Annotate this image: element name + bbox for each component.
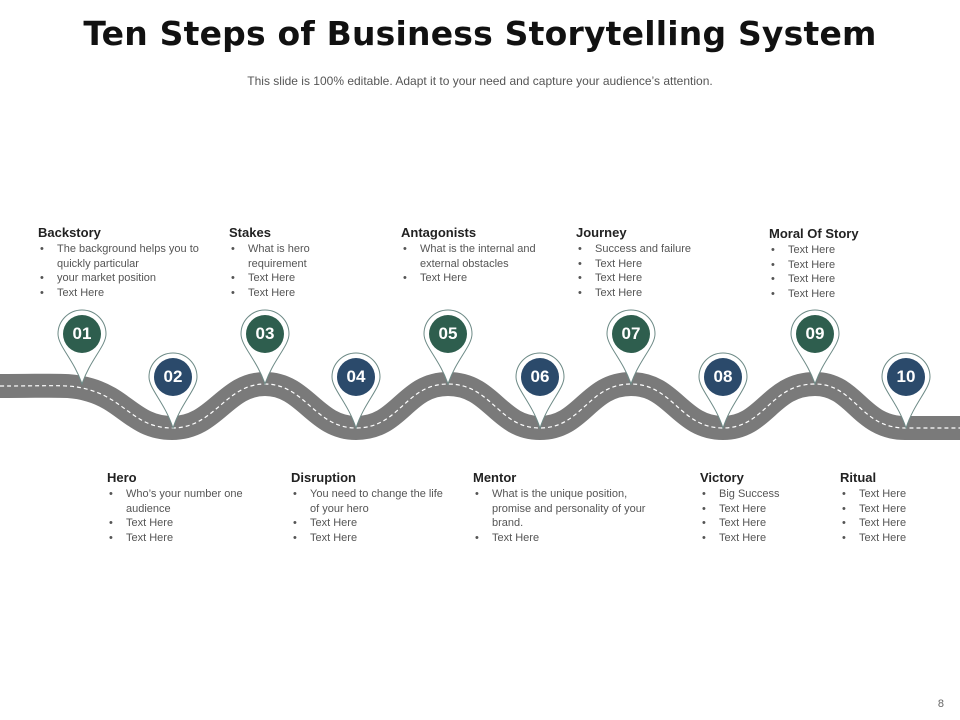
step-text-block-07: JourneySuccess and failureText HereText … [576, 225, 716, 300]
step-text-block-03: StakesWhat is hero requirementText HereT… [229, 225, 339, 300]
step-bullet: Big Success [700, 487, 820, 502]
step-bullet-list: The background helps you to quickly part… [38, 242, 208, 300]
step-bullet: Text Here [38, 286, 208, 301]
step-number-10: 10 [896, 367, 916, 386]
pin-circle-02 [154, 358, 192, 396]
slide-subtitle: This slide is 100% editable. Adapt it to… [247, 74, 713, 88]
step-bullet: Text Here [769, 258, 919, 273]
step-bullet: Who’s your number one audience [107, 487, 267, 516]
pin-circle-06 [521, 358, 559, 396]
step-bullet: You need to change the life of your hero [291, 487, 451, 516]
step-bullet: Text Here [769, 243, 919, 258]
step-number-09: 09 [805, 324, 825, 343]
step-bullet-list: You need to change the life of your hero… [291, 487, 451, 545]
pin-circle-10 [887, 358, 925, 396]
step-number-01: 01 [72, 324, 92, 343]
step-bullet: Text Here [473, 531, 653, 546]
pin-circle-04 [337, 358, 375, 396]
step-bullet-list: Who’s your number one audienceText HereT… [107, 487, 267, 545]
step-bullet: The background helps you to quickly part… [38, 242, 208, 271]
step-number-06: 06 [530, 367, 550, 386]
step-bullet: Text Here [291, 516, 451, 531]
step-number-07: 07 [621, 324, 641, 343]
step-bullet: Text Here [769, 272, 919, 287]
road-body [0, 371, 960, 441]
step-bullet: What is hero requirement [229, 242, 339, 271]
step-bullet-list: What is the unique position, promise and… [473, 487, 653, 545]
step-text-block-05: AntagonistsWhat is the internal and exte… [401, 225, 541, 286]
step-number-08: 08 [713, 367, 733, 386]
step-bullet: Text Here [840, 487, 940, 502]
step-bullet-list: Text HereText HereText HereText Here [840, 487, 940, 545]
pin-circle-05 [429, 315, 467, 353]
step-heading: Victory [700, 470, 744, 485]
step-bullet: Text Here [769, 287, 919, 302]
step-bullet: Success and failure [576, 242, 716, 257]
step-bullet: Text Here [576, 257, 716, 272]
step-text-block-09: Moral Of StoryText HereText HereText Her… [769, 226, 919, 301]
step-bullet: Text Here [700, 516, 820, 531]
step-bullet-list: Text HereText HereText HereText Here [769, 243, 919, 301]
step-bullet: Text Here [576, 271, 716, 286]
step-bullet: Text Here [576, 286, 716, 301]
step-bullet: Text Here [107, 516, 267, 531]
step-bullet: Text Here [229, 286, 339, 301]
step-bullet: What is the unique position, promise and… [473, 487, 653, 531]
step-number-03: 03 [255, 324, 275, 343]
page-number: 8 [937, 698, 944, 710]
step-text-block-02: HeroWho’s your number one audienceText H… [107, 470, 267, 545]
step-bullet: Text Here [840, 516, 940, 531]
step-heading: Stakes [229, 225, 271, 240]
step-heading: Ritual [840, 470, 877, 485]
step-text-block-04: DisruptionYou need to change the life of… [291, 470, 451, 545]
step-text-block-10: RitualText HereText HereText HereText He… [840, 470, 940, 545]
step-bullet-list: What is the internal and external obstac… [401, 242, 541, 286]
step-heading: Backstory [38, 225, 101, 240]
step-heading: Disruption [291, 470, 356, 485]
step-bullet-list: Success and failureText HereText HereTex… [576, 242, 716, 300]
pin-circle-07 [612, 315, 650, 353]
step-heading: Mentor [473, 470, 517, 485]
step-bullet-list: What is hero requirementText HereText He… [229, 242, 339, 300]
step-bullet: What is the internal and external obstac… [401, 242, 541, 271]
step-bullet: Text Here [700, 502, 820, 517]
step-heading: Journey [576, 225, 627, 240]
step-bullet: Text Here [107, 531, 267, 546]
step-bullet: Text Here [840, 531, 940, 546]
step-bullet: Text Here [401, 271, 541, 286]
step-bullet: Text Here [700, 531, 820, 546]
slide-title: Ten Steps of Business Storytelling Syste… [83, 14, 877, 53]
step-text-block-01: BackstoryThe background helps you to qui… [38, 225, 208, 300]
step-heading: Antagonists [401, 225, 477, 240]
step-bullet: your market position [38, 271, 208, 286]
step-text-block-06: MentorWhat is the unique position, promi… [473, 470, 653, 545]
pin-circle-08 [704, 358, 742, 396]
step-heading: Hero [107, 470, 137, 485]
pin-circle-09 [796, 315, 834, 353]
step-bullet: Text Here [291, 531, 451, 546]
step-bullet: Text Here [229, 271, 339, 286]
pin-circle-01 [63, 315, 101, 353]
step-heading: Moral Of Story [769, 226, 859, 241]
pin-circle-03 [246, 315, 284, 353]
step-number-02: 02 [163, 367, 183, 386]
step-bullet-list: Big SuccessText HereText HereText Here [700, 487, 820, 545]
step-number-05: 05 [438, 324, 458, 343]
step-bullet: Text Here [840, 502, 940, 517]
step-text-block-08: VictoryBig SuccessText HereText HereText… [700, 470, 820, 545]
step-number-04: 04 [346, 367, 366, 386]
